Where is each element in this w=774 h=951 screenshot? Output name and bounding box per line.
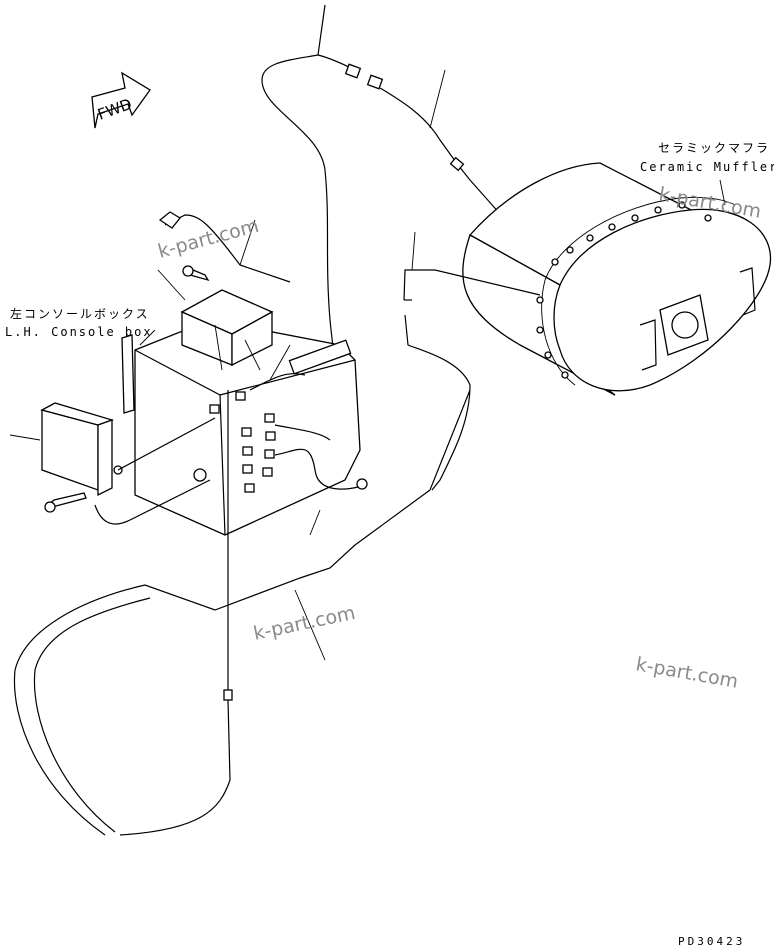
console-label-en: L.H. Console box xyxy=(5,325,153,339)
watermark: k-part.com xyxy=(251,602,357,645)
leader-lines xyxy=(139,219,326,661)
controller-unit xyxy=(180,289,274,371)
bolt-top xyxy=(182,265,210,282)
drawing-code: PD30423 xyxy=(678,935,745,948)
muffler-bolts xyxy=(536,201,712,379)
console-connectors xyxy=(209,391,276,493)
connector-top-left xyxy=(344,63,362,79)
bolt-left xyxy=(44,492,87,513)
muffler-label-jp: セラミックマフラ xyxy=(658,141,770,155)
ceramic-muffler xyxy=(462,162,772,396)
console-wiring xyxy=(94,211,368,836)
fwd-arrow-icon: FWD xyxy=(91,71,151,129)
console-label-jp: 左コンソールボックス xyxy=(10,306,150,321)
watermark: k-part.com xyxy=(634,653,740,693)
connector-top-right xyxy=(366,74,384,90)
muffler-label-en: Ceramic Muffler xyxy=(640,160,774,174)
temperature-sensor-pipe xyxy=(403,231,541,491)
floor-outline xyxy=(13,389,471,836)
ground-terminal xyxy=(356,478,368,490)
ecu-module xyxy=(9,402,123,497)
